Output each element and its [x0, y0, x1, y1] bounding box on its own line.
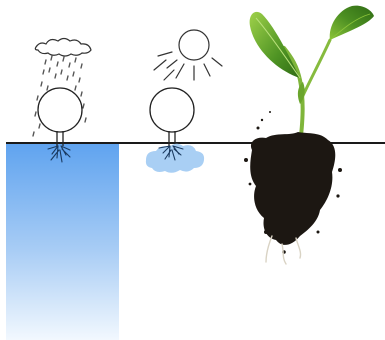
real-seedling	[250, 6, 374, 145]
sketch-plant-rain	[38, 88, 82, 146]
sketch-plant-sun	[150, 88, 194, 146]
water-column	[6, 143, 119, 340]
rain-cloud-icon	[35, 39, 91, 57]
sun-icon	[154, 30, 222, 80]
soil-clump	[244, 111, 342, 254]
